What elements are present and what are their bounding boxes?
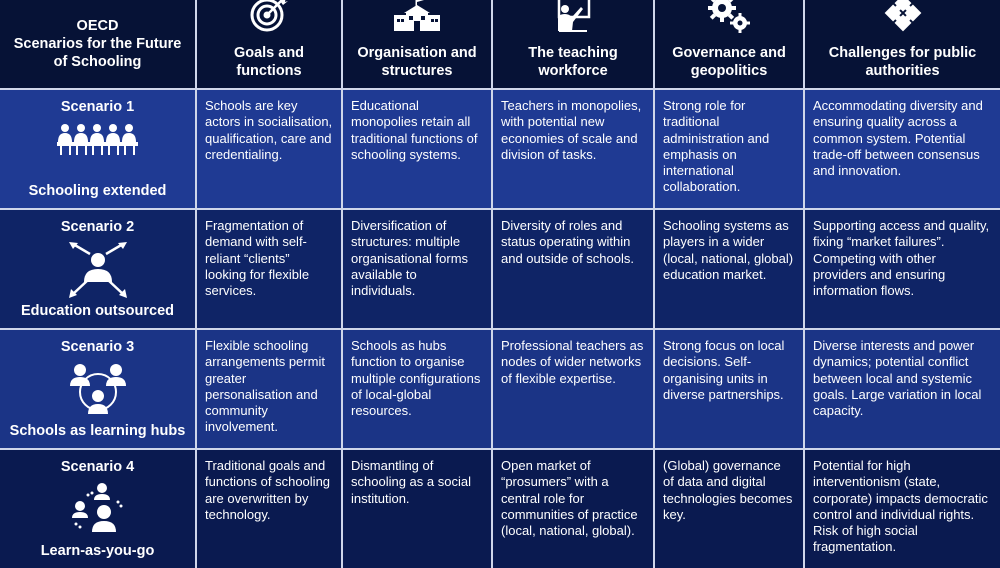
- person-arrows-icon: [66, 242, 130, 305]
- scenario-3-label: Scenario 3 Schools as learning hubs: [0, 328, 195, 448]
- puzzle-icon: [882, 0, 924, 38]
- corner-title: OECD Scenarios for the Future of Schooli…: [0, 0, 195, 88]
- scenario-2-name: Education outsourced: [20, 303, 175, 319]
- classroom-people-icon: [55, 122, 141, 161]
- column-header-governance: Governance and geopolitics: [653, 0, 803, 88]
- column-header-challenges-line-1: Challenges for public: [828, 45, 977, 61]
- scenario-3-teaching-cell: Professional teachers as nodes of wider …: [491, 328, 653, 448]
- scenario-4-governance-cell: (Global) governance of data and digital …: [653, 448, 803, 568]
- scenario-4-teaching-cell: Open market of “prosumers” with a centra…: [491, 448, 653, 568]
- target-icon: [249, 0, 289, 38]
- teacher-board-icon: [553, 0, 593, 38]
- scenario-4-goals-cell: Traditional goals and functions of schoo…: [195, 448, 341, 568]
- column-header-teaching-line-1: The teaching: [528, 45, 618, 61]
- column-header-teaching-line-2: workforce: [538, 63, 608, 79]
- scenario-3-title: Scenario 3: [60, 339, 135, 355]
- scenario-2-governance-cell: Schooling systems as players in a wider …: [653, 208, 803, 328]
- school-building-icon: [392, 0, 442, 38]
- connected-learners-icon: [68, 482, 128, 543]
- column-header-challenges-line-2: authorities: [865, 63, 940, 79]
- column-header-goals-line-2: functions: [236, 63, 302, 79]
- scenario-2-teaching-cell: Diversity of roles and status operating …: [491, 208, 653, 328]
- corner-line-3: of Schooling: [53, 54, 142, 70]
- scenario-1-governance-cell: Strong role for traditional administrati…: [653, 88, 803, 208]
- column-header-teaching: The teaching workforce: [491, 0, 653, 88]
- column-header-governance-line-2: geopolitics: [690, 63, 768, 79]
- network-people-icon: [66, 362, 130, 423]
- corner-line-2: Scenarios for the Future: [13, 36, 182, 52]
- scenario-2-goals-cell: Fragmentation of demand with self-relian…: [195, 208, 341, 328]
- scenario-1-name: Schooling extended: [28, 183, 167, 199]
- column-header-organisation: Organisation and structures: [341, 0, 491, 88]
- gears-icon: [707, 0, 751, 38]
- scenario-1-title: Scenario 1: [60, 99, 135, 115]
- scenario-3-challenges-cell: Diverse interests and power dynamics; po…: [803, 328, 1000, 448]
- scenario-1-label: Scenario 1 Schooling extended: [0, 88, 195, 208]
- scenario-1-challenges-cell: Accommodating diversity and ensuring qua…: [803, 88, 1000, 208]
- scenario-4-name: Learn-as-you-go: [40, 543, 155, 559]
- scenario-4-label: Scenario 4 Learn-as-you-go: [0, 448, 195, 568]
- scenario-1-goals-cell: Schools are key actors in socialisation,…: [195, 88, 341, 208]
- scenario-1-organisation-cell: Educational monopolies retain all tradit…: [341, 88, 491, 208]
- scenario-4-title: Scenario 4: [60, 459, 135, 475]
- column-header-challenges: Challenges for public authorities: [803, 0, 1000, 88]
- column-header-governance-line-1: Governance and: [672, 45, 786, 61]
- scenario-4-organisation-cell: Dismantling of schooling as a social ins…: [341, 448, 491, 568]
- column-header-goals: Goals and functions: [195, 0, 341, 88]
- scenario-2-title: Scenario 2: [60, 219, 135, 235]
- corner-line-1: OECD: [76, 18, 119, 34]
- scenario-2-label: Scenario 2: [0, 208, 195, 328]
- scenario-3-governance-cell: Strong focus on local decisions. Self-or…: [653, 328, 803, 448]
- scenario-3-organisation-cell: Schools as hubs function to organise mul…: [341, 328, 491, 448]
- scenario-3-goals-cell: Flexible schooling arrangements permit g…: [195, 328, 341, 448]
- column-header-organisation-line-1: Organisation and: [357, 45, 477, 61]
- column-header-goals-line-1: Goals and: [233, 45, 305, 61]
- scenario-2-challenges-cell: Supporting access and quality, fixing “m…: [803, 208, 1000, 328]
- scenario-3-name: Schools as learning hubs: [9, 423, 186, 439]
- scenario-1-teaching-cell: Teachers in monopolies, with potential n…: [491, 88, 653, 208]
- scenario-2-organisation-cell: Diversification of structures: multiple …: [341, 208, 491, 328]
- column-header-organisation-line-2: structures: [381, 63, 453, 79]
- scenario-4-challenges-cell: Potential for high interventionism (stat…: [803, 448, 1000, 568]
